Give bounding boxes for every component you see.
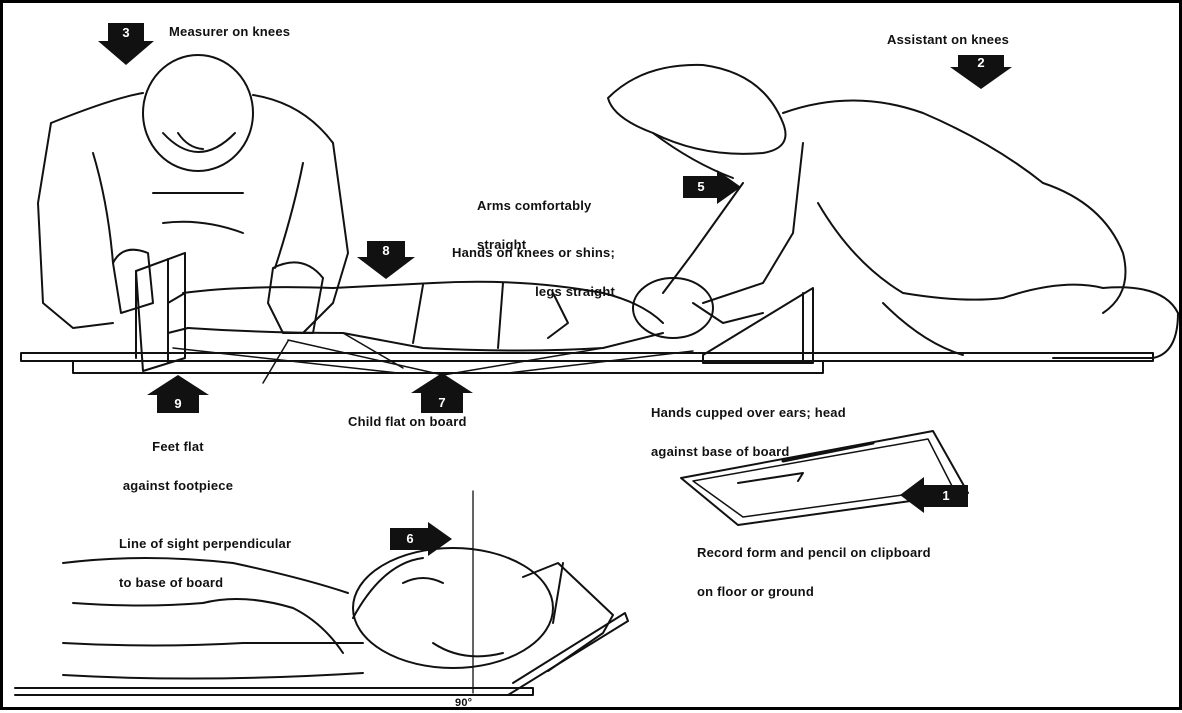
- label-assistant: Assistant on knees: [887, 33, 1009, 46]
- label-hands-knees: Hands on knees or shins; legs straight: [367, 220, 615, 324]
- label-record-form-line1: Record form and pencil on clipboard: [697, 546, 931, 559]
- step-2-arrow-icon: 2: [948, 53, 1014, 91]
- step-5-arrow-icon: 5: [681, 168, 743, 206]
- step-3-number: 3: [108, 25, 144, 40]
- label-hands-cupped: Hands cupped over ears; head against bas…: [651, 380, 846, 484]
- label-line-of-sight: Line of sight perpendicular to base of b…: [119, 511, 291, 615]
- headboard: [703, 288, 813, 363]
- label-arms-line1: Arms comfortably: [477, 199, 591, 212]
- label-record-form: Record form and pencil on clipboard on f…: [697, 520, 931, 624]
- label-hands-knees-line2: legs straight: [367, 285, 615, 298]
- step-6-number: 6: [392, 531, 428, 546]
- label-line-of-sight-line2: to base of board: [119, 576, 291, 589]
- label-hands-knees-line1: Hands on knees or shins;: [367, 246, 615, 259]
- label-angle: 90°: [455, 698, 472, 709]
- label-child-flat: Child flat on board: [348, 415, 467, 428]
- label-measurer: Measurer on knees: [169, 25, 290, 38]
- step-1-arrow-icon: 1: [898, 475, 970, 515]
- label-line-of-sight-line1: Line of sight perpendicular: [119, 537, 291, 550]
- label-feet: Feet flat against footpiece: [83, 414, 273, 518]
- step-5-number: 5: [685, 179, 717, 194]
- step-7-arrow-icon: 7: [409, 371, 475, 415]
- label-feet-line2: against footpiece: [83, 479, 273, 492]
- infant-closeup: [15, 548, 628, 695]
- step-3-arrow-icon: 3: [96, 21, 156, 67]
- label-hands-cupped-line1: Hands cupped over ears; head: [651, 406, 846, 419]
- label-record-form-line2: on floor or ground: [697, 585, 931, 598]
- step-1-number: 1: [924, 488, 968, 503]
- assistant-figure: [608, 65, 1178, 358]
- step-7-number: 7: [421, 395, 463, 410]
- step-2-number: 2: [958, 55, 1004, 70]
- label-feet-line1: Feet flat: [83, 440, 273, 453]
- step-9-number: 9: [157, 396, 199, 411]
- step-6-arrow-icon: 6: [388, 520, 454, 558]
- step-9-arrow-icon: 9: [145, 373, 211, 415]
- label-hands-cupped-line2: against base of board: [651, 445, 846, 458]
